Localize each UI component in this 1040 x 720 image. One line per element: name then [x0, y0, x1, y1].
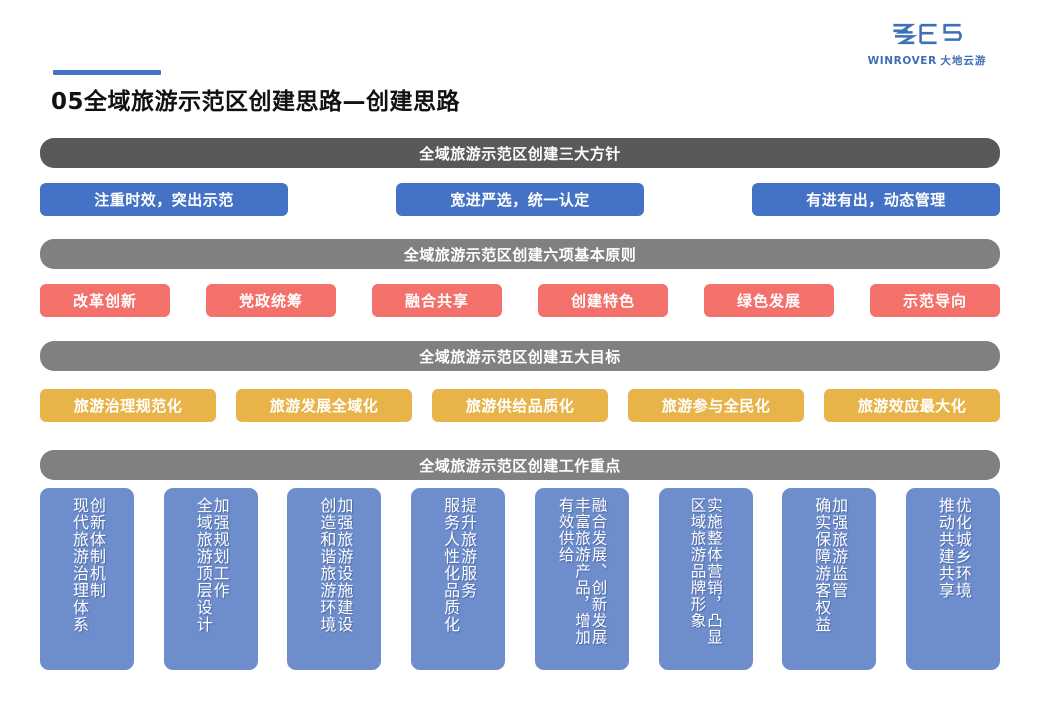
- focus-card-8[interactable]: 优化城乡环境 推动共建共享: [905, 488, 1000, 670]
- policy-item-3[interactable]: 有进有出，动态管理: [752, 183, 1000, 216]
- section-header-policies: 全域旅游示范区创建三大方针: [40, 138, 1000, 168]
- focus-card-6-line-2: 区域旅游品牌形象: [688, 497, 707, 629]
- focus-card-1[interactable]: 创新体制机制 现代旅游治理体系: [40, 488, 134, 670]
- focus-card-8-line-2: 推动共建共享: [935, 497, 955, 599]
- focus-card-2-line-1: 加强规划工作: [210, 497, 230, 599]
- logo-chinese: 大地云游: [940, 55, 987, 67]
- brand-logo: WINROVER 大地云游: [852, 18, 1002, 68]
- policy-item-2[interactable]: 宽进严选，统一认定: [396, 183, 644, 216]
- goal-item-4[interactable]: 旅游参与全民化: [628, 389, 804, 422]
- focus-card-5-line-1: 融合发展、创新发展: [589, 497, 608, 646]
- focus-card-6-line-1: 实施整体营销，凸显: [704, 497, 723, 646]
- winrover-logo-mark-icon: [893, 23, 962, 45]
- principle-item-1[interactable]: 改革创新: [40, 284, 170, 317]
- policy-item-1[interactable]: 注重时效，突出示范: [40, 183, 288, 216]
- principles-row: 改革创新 党政统筹 融合共享 创建特色 绿色发展 示范导向: [40, 284, 1000, 317]
- section-header-focus: 全域旅游示范区创建工作重点: [40, 450, 1000, 480]
- goals-row: 旅游治理规范化 旅游发展全域化 旅游供给品质化 旅游参与全民化 旅游效应最大化: [40, 389, 1000, 422]
- focus-card-3-line-2: 创造和谐旅游环境: [317, 497, 337, 633]
- focus-card-3[interactable]: 加强旅游设施建设 创造和谐旅游环境: [287, 488, 382, 670]
- principle-item-6[interactable]: 示范导向: [870, 284, 1000, 317]
- focus-row: 创新体制机制 现代旅游治理体系 加强规划工作 全域旅游顶层设计 加强旅游设施建设…: [40, 488, 1000, 670]
- logo-wordmark: WINROVER 大地云游: [852, 53, 1002, 68]
- logo-english: WINROVER: [867, 55, 937, 67]
- section-header-goals: 全域旅游示范区创建五大目标: [40, 341, 1000, 371]
- focus-card-5[interactable]: 融合发展、创新发展 丰富旅游产品，增加 有效供给: [534, 488, 629, 670]
- goal-item-5[interactable]: 旅游效应最大化: [824, 389, 1000, 422]
- principle-item-5[interactable]: 绿色发展: [704, 284, 834, 317]
- goal-item-1[interactable]: 旅游治理规范化: [40, 389, 216, 422]
- focus-card-4[interactable]: 提升旅游服务 服务人性化品质化: [411, 488, 506, 670]
- focus-card-6[interactable]: 实施整体营销，凸显 区域旅游品牌形象: [658, 488, 753, 670]
- focus-card-1-line-2: 现代旅游治理体系: [70, 497, 89, 633]
- section-header-principles: 全域旅游示范区创建六项基本原则: [40, 239, 1000, 269]
- focus-card-7-line-2: 确实保障游客权益: [812, 497, 832, 633]
- focus-card-2[interactable]: 加强规划工作 全域旅游顶层设计: [163, 488, 258, 670]
- focus-card-5-line-3: 有效供给: [556, 497, 575, 563]
- focus-card-4-line-1: 提升旅游服务: [458, 497, 478, 599]
- goal-item-3[interactable]: 旅游供给品质化: [432, 389, 608, 422]
- principle-item-4[interactable]: 创建特色: [538, 284, 668, 317]
- page-title: 05全域旅游示范区创建思路—创建思路: [51, 89, 461, 115]
- focus-card-7-line-1: 加强旅游监管: [829, 497, 849, 599]
- principle-item-2[interactable]: 党政统筹: [206, 284, 336, 317]
- policies-row: 注重时效，突出示范 宽进严选，统一认定 有进有出，动态管理: [40, 183, 1000, 216]
- focus-card-1-line-1: 创新体制机制: [86, 497, 106, 599]
- principle-item-3[interactable]: 融合共享: [372, 284, 502, 317]
- focus-card-3-line-1: 加强旅游设施建设: [334, 497, 354, 633]
- focus-card-5-line-2: 丰富旅游产品，增加: [573, 497, 592, 646]
- focus-card-8-line-1: 优化城乡环境: [952, 497, 972, 599]
- focus-card-2-line-2: 全域旅游顶层设计: [193, 497, 213, 633]
- focus-card-4-line-2: 服务人性化品质化: [441, 497, 461, 633]
- focus-card-7[interactable]: 加强旅游监管 确实保障游客权益: [782, 488, 877, 670]
- title-accent-bar: [53, 70, 161, 75]
- goal-item-2[interactable]: 旅游发展全域化: [236, 389, 412, 422]
